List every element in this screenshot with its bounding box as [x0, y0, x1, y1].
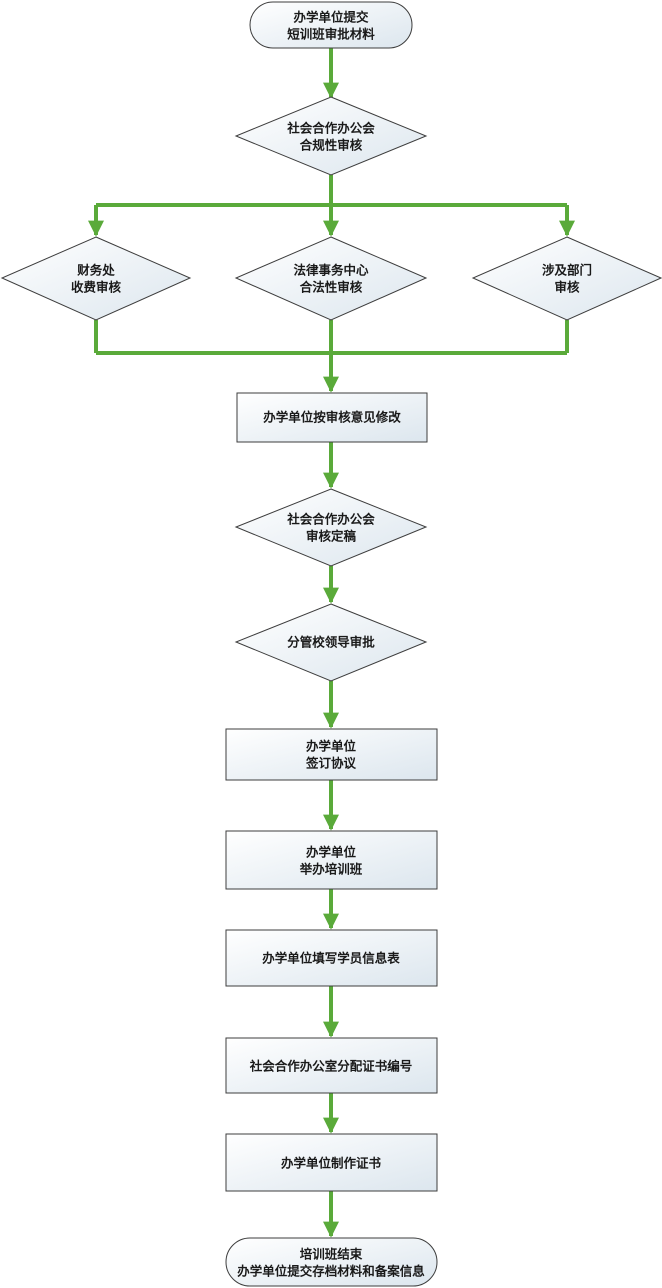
- connectors: [88, 48, 575, 1238]
- end-node: 培训班结束 办学单位提交存档材料和备案信息: [225, 1237, 438, 1287]
- fill-form-process: 办学单位填写学员信息表: [225, 929, 438, 987]
- end-node-line2: 办学单位提交存档材料和备案信息: [237, 1264, 425, 1279]
- assign-number-process: 社会合作办公室分配证书编号: [225, 1037, 438, 1094]
- legal-review-line1: 法律事务中心: [293, 263, 369, 278]
- revise-process: 办学单位按审核意见修改: [236, 392, 428, 443]
- compliance-review-line2: 合规性审核: [300, 138, 363, 153]
- dept-review-line1: 涉及部门: [542, 263, 592, 278]
- compliance-review-line1: 社会合作办公会: [286, 121, 375, 136]
- finance-review-line1: 财务处: [76, 263, 115, 278]
- finance-review-line2: 收费审核: [71, 280, 122, 295]
- finalize-line2: 审核定稿: [306, 529, 357, 544]
- dept-review-line2: 审核: [554, 280, 580, 295]
- hold-training-line1: 办学单位: [306, 845, 357, 860]
- assign-number-label: 社会合作办公室分配证书编号: [249, 1059, 413, 1074]
- start-node-line1: 办学单位提交: [293, 10, 369, 25]
- finalize-line1: 社会合作办公会: [286, 512, 375, 527]
- end-node-line1: 培训班结束: [300, 1247, 363, 1262]
- leader-approval-label: 分管校领导审批: [287, 635, 375, 650]
- compliance-review-decision: 社会合作办公会 合规性审核: [234, 96, 428, 176]
- fill-form-label: 办学单位填写学员信息表: [262, 951, 400, 966]
- finalize-decision: 社会合作办公会 审核定稿: [234, 488, 428, 567]
- sign-agreement-line2: 签订协议: [305, 756, 357, 771]
- start-node-line2: 短训班审批材料: [287, 27, 375, 42]
- revise-process-label: 办学单位按审核意见修改: [263, 410, 401, 425]
- make-certificate-label: 办学单位制作证书: [281, 1156, 382, 1171]
- finance-review-decision: 财务处 收费审核: [0, 236, 192, 321]
- start-node: 办学单位提交 短训班审批材料: [249, 1, 413, 49]
- leader-approval-decision: 分管校领导审批: [234, 603, 428, 682]
- legal-review-decision: 法律事务中心 合法性审核: [234, 236, 428, 321]
- dept-review-decision: 涉及部门 审核: [471, 236, 662, 321]
- legal-review-line2: 合法性审核: [300, 280, 363, 295]
- sign-agreement-line1: 办学单位: [306, 739, 357, 754]
- hold-training-line2: 举办培训班: [299, 862, 363, 877]
- sign-agreement-process: 办学单位 签订协议: [225, 728, 438, 781]
- make-certificate-process: 办学单位制作证书: [225, 1133, 438, 1192]
- hold-training-process: 办学单位 举办培训班: [225, 830, 438, 890]
